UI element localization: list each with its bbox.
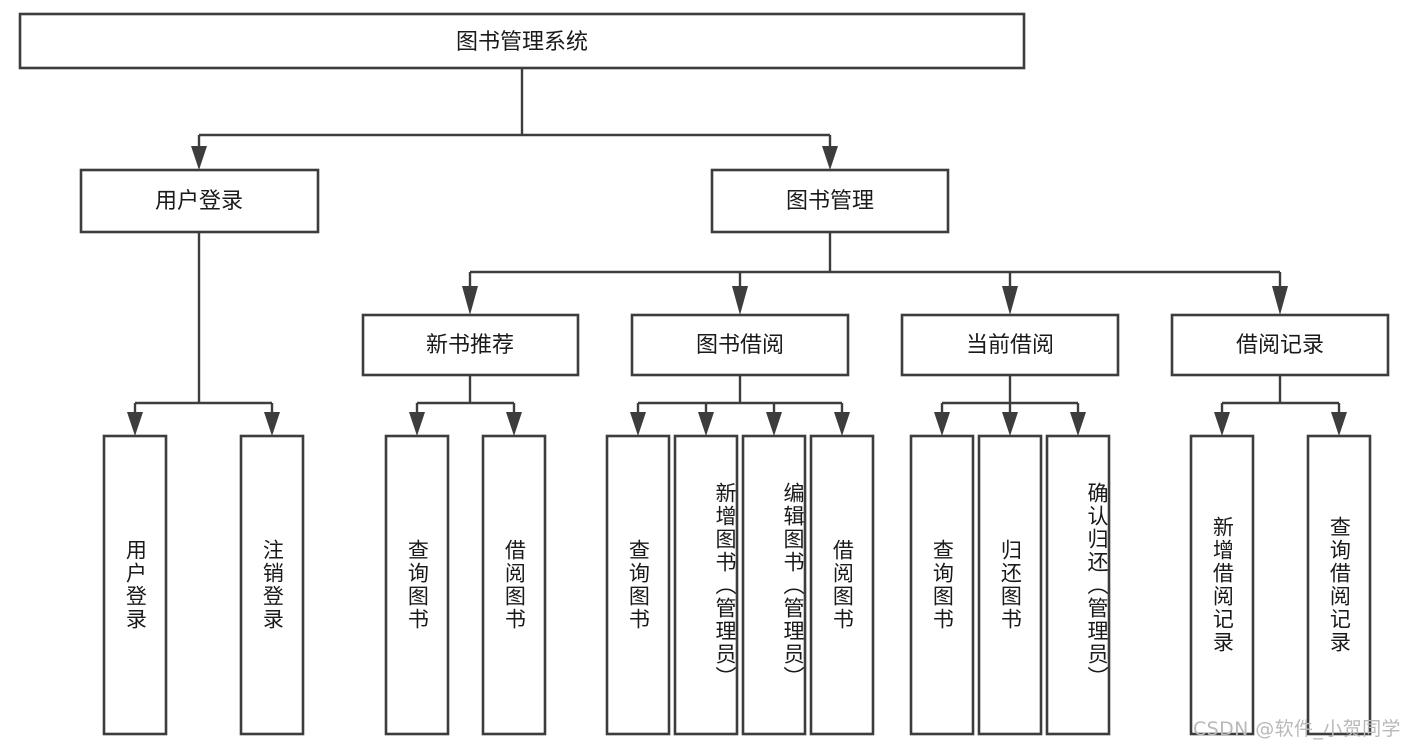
node-new-book-recommend-label: 新书推荐	[426, 333, 514, 358]
arrow-user-leaf-2	[264, 412, 280, 436]
node-book-borrow[interactable]: 图书借阅	[630, 313, 850, 377]
node-borrow-record[interactable]: 借阅记录	[1170, 313, 1390, 377]
arrow-bb-leaf-2	[698, 412, 714, 436]
arrow-nbr-leaf-2	[506, 412, 522, 436]
node-book-borrow-box[interactable]	[630, 313, 850, 377]
node-book-manage[interactable]: 图书管理	[710, 168, 950, 234]
node-book-manage-box[interactable]	[710, 168, 950, 234]
node-book-manage-label: 图书管理	[786, 189, 874, 214]
node-borrow-record-label: 借阅记录	[1236, 333, 1324, 358]
node-new-book-recommend-box[interactable]	[361, 313, 580, 377]
leaf-box-cb-3[interactable]	[1045, 434, 1111, 736]
leaf-box-cb-1[interactable]	[909, 434, 975, 736]
leaf-box-bb-2[interactable]	[673, 434, 739, 736]
node-current-borrow[interactable]: 当前借阅	[900, 313, 1120, 377]
leaf-box-br-1[interactable]	[1189, 434, 1255, 736]
arrow-cb-leaf-1	[934, 412, 950, 436]
leaf-box-nbr-1[interactable]	[384, 434, 450, 736]
node-user-login[interactable]: 用户登录	[79, 168, 320, 234]
leaf-box-nbr-2[interactable]	[481, 434, 547, 736]
node-user-login-label: 用户登录	[155, 189, 243, 214]
node-borrow-record-box[interactable]	[1170, 313, 1390, 377]
arrow-nbr-leaf-1	[409, 412, 425, 436]
arrow-cb-leaf-2	[1002, 412, 1018, 436]
arrow-bb-leaf-4	[834, 412, 850, 436]
arrow-bb-leaf-1	[630, 412, 646, 436]
leaf-box-bb-1[interactable]	[605, 434, 671, 736]
arrow-br-leaf-2	[1331, 412, 1347, 436]
arrow-to-book-borrow	[732, 286, 748, 315]
leaf-box-cb-2[interactable]	[977, 434, 1043, 736]
csdn-watermark: CSDN @软件_小贺同学	[1193, 718, 1401, 740]
leaf-box-user-login-1[interactable]	[102, 434, 168, 736]
node-new-book-recommend[interactable]: 新书推荐	[361, 313, 580, 377]
leaf-box-user-login-2[interactable]	[239, 434, 305, 736]
arrow-br-leaf-1	[1214, 412, 1230, 436]
node-root[interactable]: 图书管理系统	[18, 12, 1026, 70]
leaf-box-bb-4[interactable]	[809, 434, 875, 736]
arrow-to-current-borrow	[1002, 286, 1018, 315]
arrow-bb-leaf-3	[766, 412, 782, 436]
leaf-box-bb-3[interactable]	[741, 434, 807, 736]
arrow-user-leaf-1	[127, 412, 143, 436]
arrow-to-new-book	[462, 286, 478, 315]
node-current-borrow-box[interactable]	[900, 313, 1120, 377]
node-book-borrow-label: 图书借阅	[696, 333, 784, 358]
leaf-box-br-2[interactable]	[1306, 434, 1372, 736]
node-current-borrow-label: 当前借阅	[966, 333, 1054, 358]
arrow-to-user-login	[191, 146, 207, 170]
arrow-to-borrow-record	[1272, 286, 1288, 315]
arrow-to-book-manage	[822, 146, 838, 170]
node-root-box[interactable]	[18, 12, 1026, 70]
arrow-cb-leaf-3	[1070, 412, 1086, 436]
node-root-label: 图书管理系统	[456, 30, 588, 55]
